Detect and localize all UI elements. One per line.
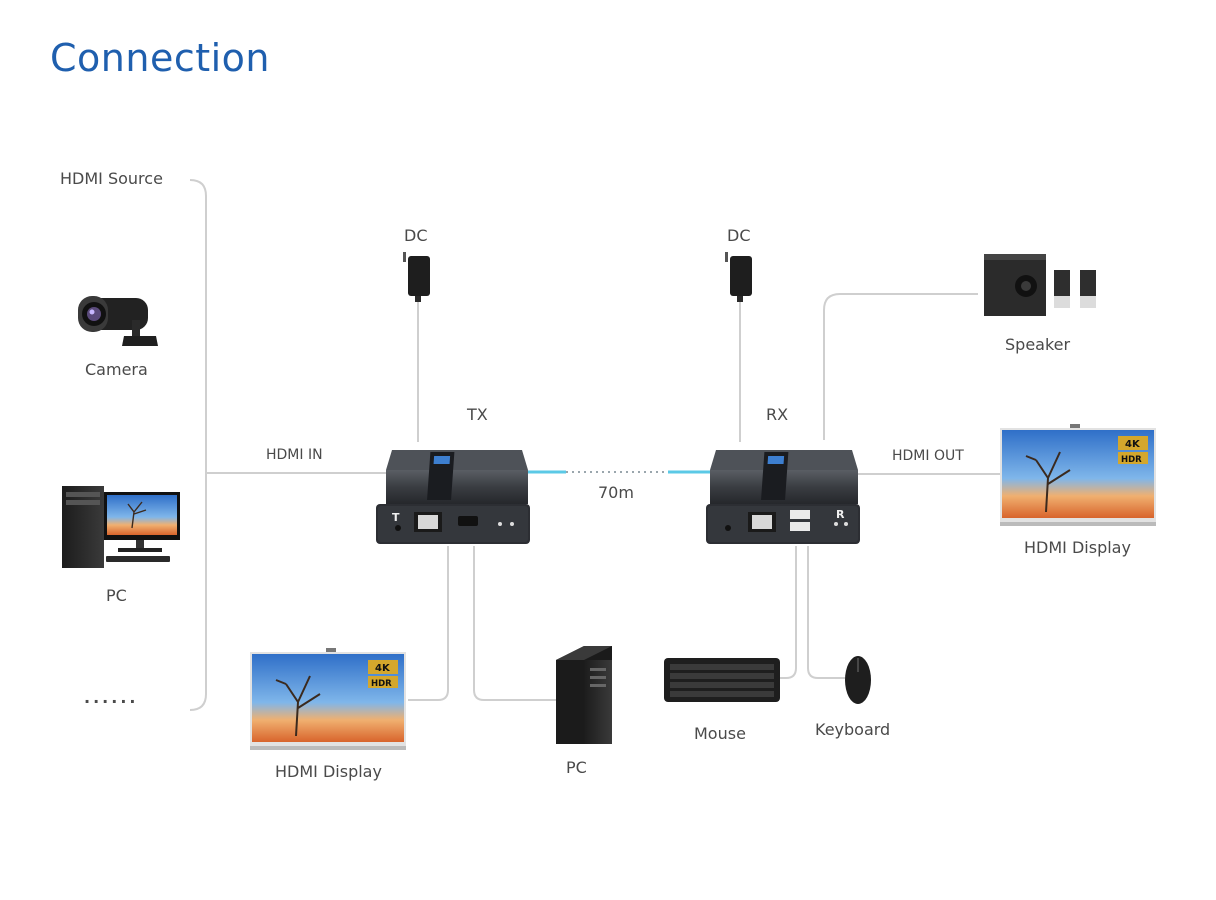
dc-rx-label: DC (727, 226, 751, 245)
hdmi-source-label: HDMI Source (60, 169, 163, 188)
distance-label: 70m (598, 483, 634, 502)
rx-label: RX (766, 405, 789, 424)
camera-icon (78, 296, 158, 346)
hdmi-display-right-icon (1000, 424, 1156, 526)
page-title: Connection (50, 36, 271, 80)
rx-mouse-line (778, 546, 797, 679)
pc-source-label: PC (106, 586, 127, 605)
hdmi-in-label: HDMI IN (266, 447, 323, 463)
speaker-line (823, 293, 978, 440)
tx-label: TX (467, 405, 488, 424)
pc-local-icon (556, 646, 612, 744)
tx-usb-pc-line (473, 546, 556, 701)
pc-source-icon (62, 486, 180, 568)
camera-label: Camera (85, 360, 148, 379)
speaker-label: Speaker (1005, 335, 1071, 354)
connector-lines (189, 179, 1002, 711)
rx-keyboard-line (807, 546, 846, 679)
more-sources-label: ...... (84, 688, 139, 707)
dc-tx-label: DC (404, 226, 428, 245)
source-bracket-line (189, 179, 207, 711)
keyboard-label: Keyboard (815, 720, 891, 739)
hdmi-display-right-label: HDMI Display (1024, 538, 1131, 557)
hdmi-display-bottom-icon (250, 648, 406, 750)
tx-device (376, 450, 530, 544)
dc-adapter-rx-icon (725, 252, 752, 302)
mouse-device-icon (845, 656, 871, 704)
rx-letter: R (836, 508, 845, 521)
tv-bottom-badge-4k: 4K (375, 663, 391, 674)
pc-local-label: PC (566, 758, 587, 777)
tv-right-badge-4k: 4K (1125, 439, 1141, 450)
tv-right-badge-hdr: HDR (1121, 455, 1142, 465)
mouse-label: Mouse (694, 724, 746, 743)
tx-letter: T (392, 511, 400, 524)
tv-bottom-badge-hdr: HDR (371, 679, 392, 689)
hdmi-out-label: HDMI OUT (892, 448, 964, 464)
dc-adapter-tx-icon (403, 252, 430, 302)
rx-device (706, 450, 860, 544)
keyboard-device-icon (664, 658, 780, 702)
tx-hdmi-loop-line (408, 546, 449, 701)
speaker-icon (984, 254, 1096, 316)
hdmi-display-bottom-label: HDMI Display (275, 762, 382, 781)
